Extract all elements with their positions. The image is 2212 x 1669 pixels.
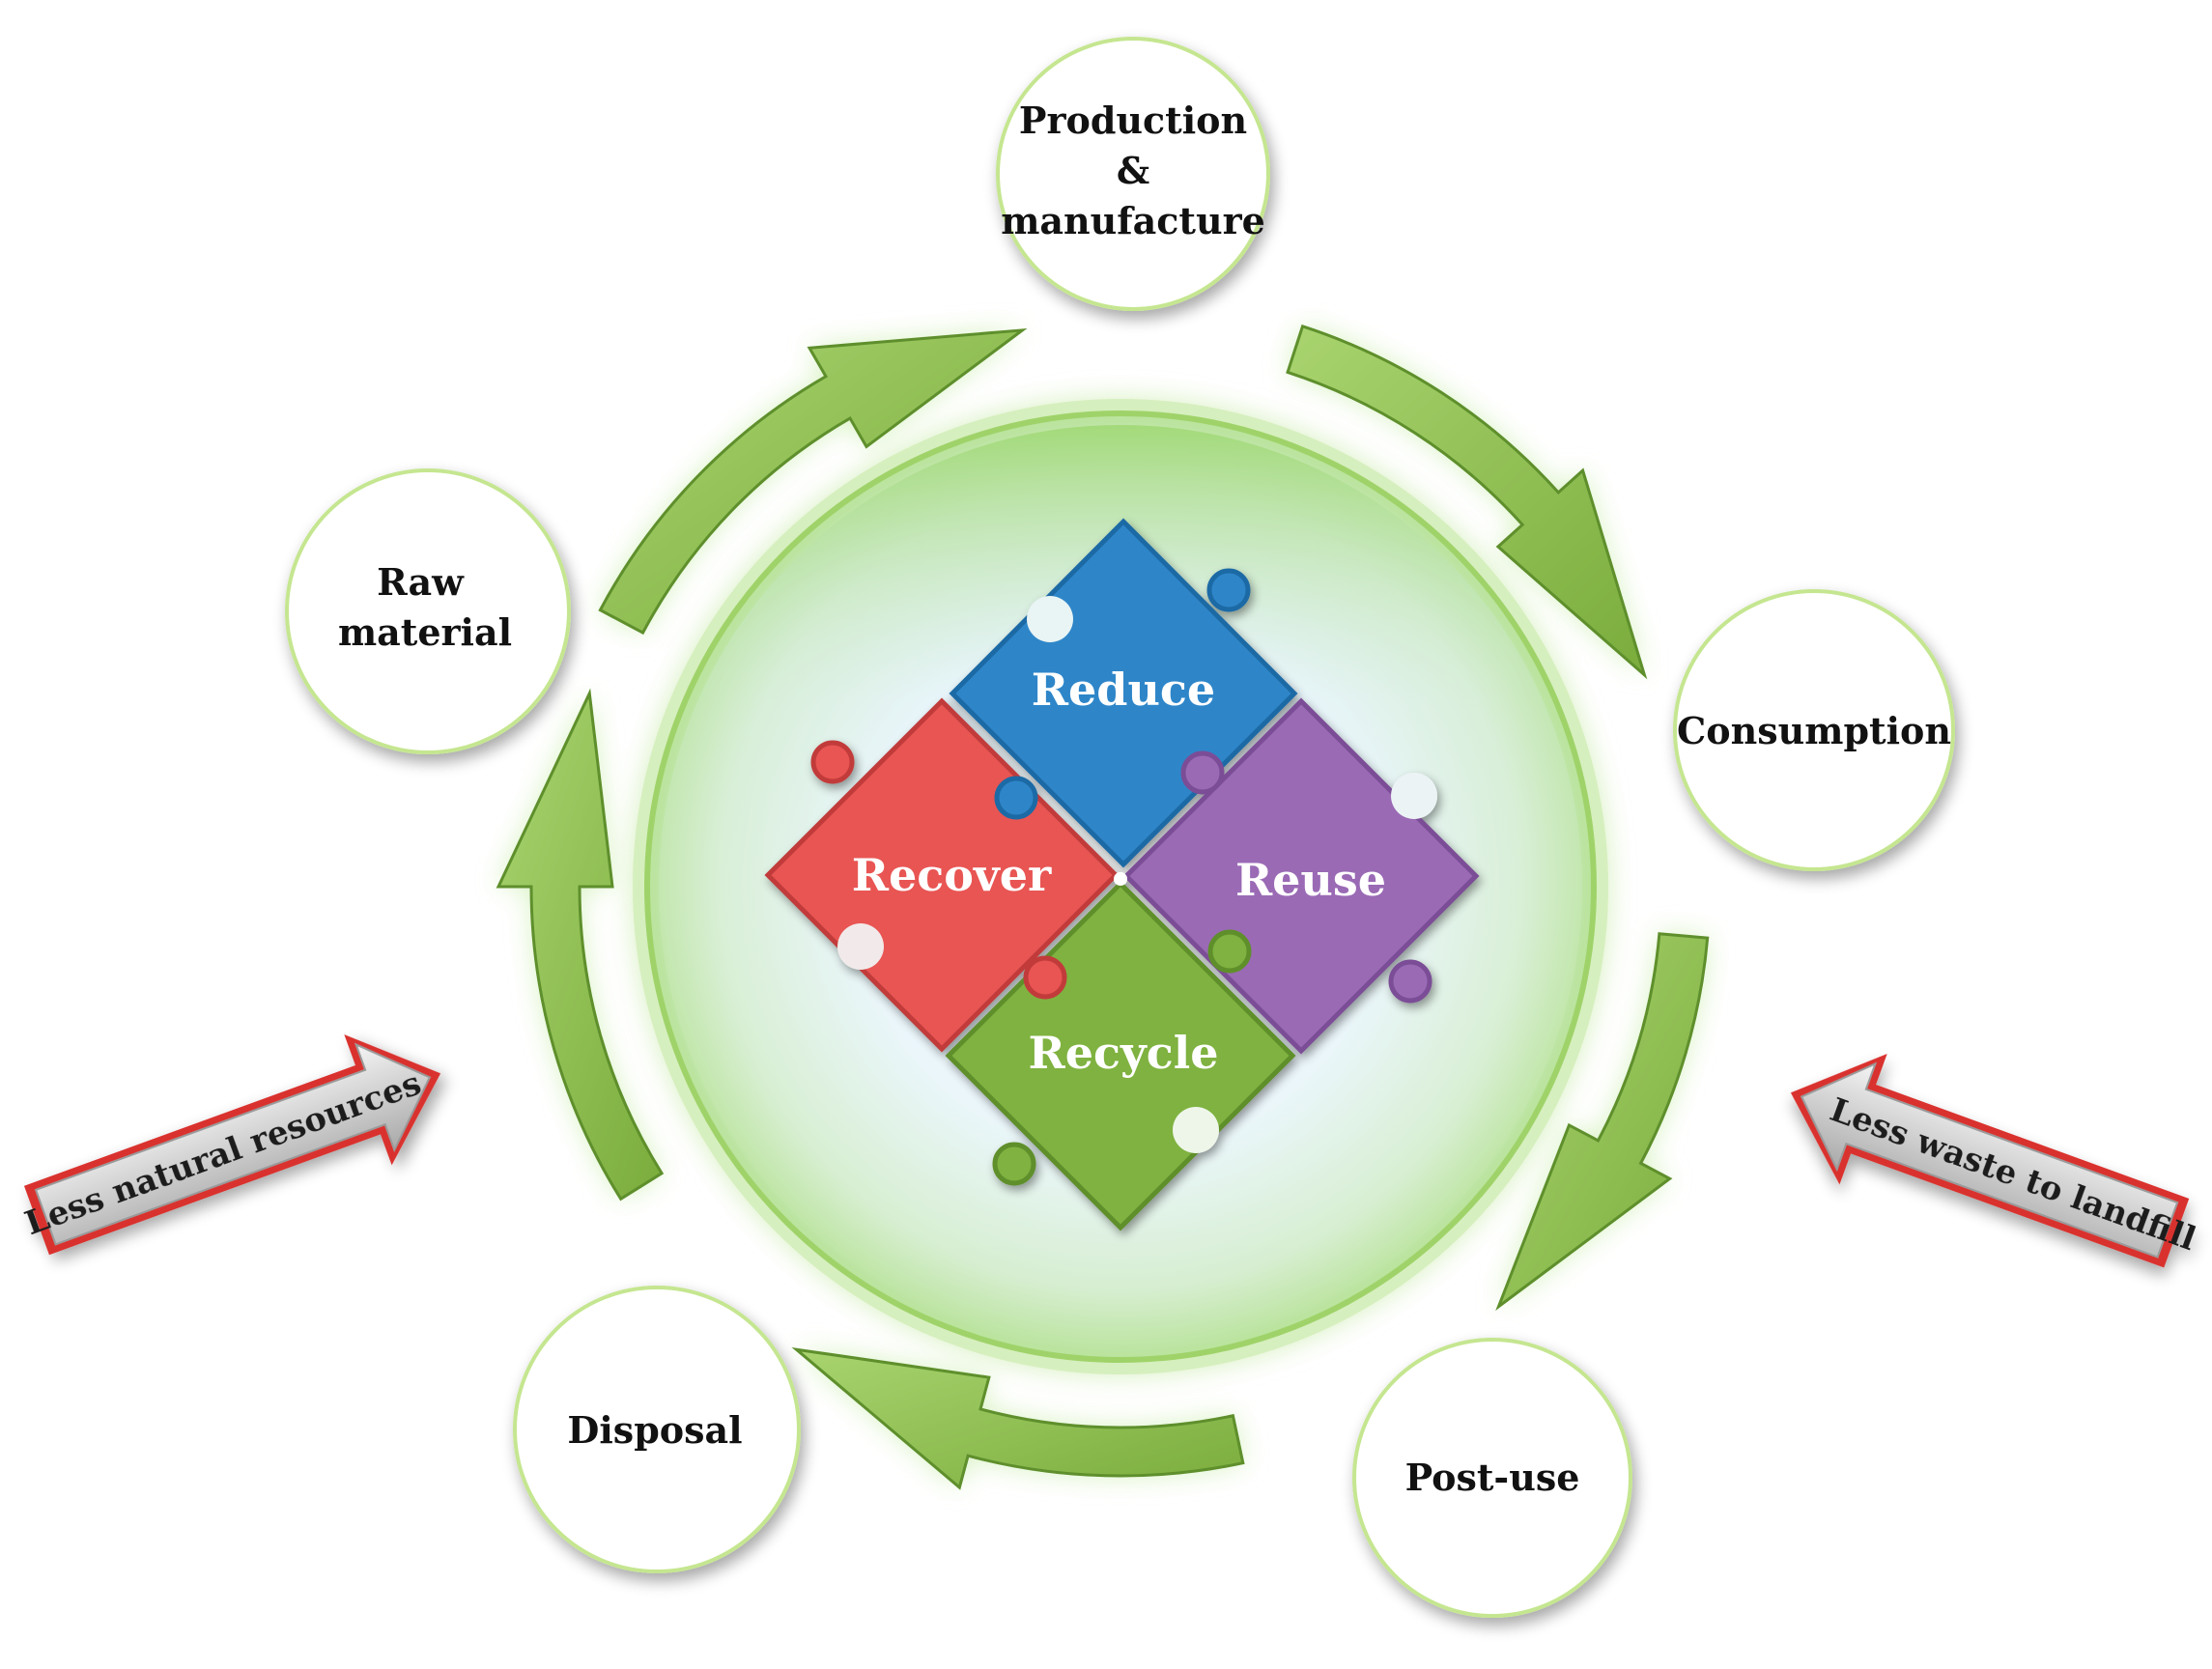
arrow-post-use-to-disposal xyxy=(791,1346,1245,1490)
production-line-1: Production xyxy=(1019,99,1247,142)
banner-right-label: Less waste to landfill xyxy=(1825,1090,2200,1259)
arrow-raw-to-production xyxy=(598,327,1028,636)
reuse-label: Reuse xyxy=(1235,854,1386,906)
node-production xyxy=(996,37,1270,311)
banner-right: Less waste to landfill xyxy=(1790,1054,2200,1268)
node-disposal xyxy=(513,1286,801,1573)
production-line-3: manufacture xyxy=(1001,199,1265,242)
banner-left-label: Less natural resources xyxy=(20,1064,427,1244)
node-raw-material xyxy=(285,468,571,754)
puzzle-tile-recover xyxy=(764,697,1120,1053)
node-consumption xyxy=(1673,589,1955,871)
node-post-use xyxy=(1352,1338,1632,1618)
recycle-label: Recycle xyxy=(1029,1027,1219,1079)
arrow-production-to-consumption xyxy=(1286,324,1648,680)
raw-material-line-2: material xyxy=(338,610,512,654)
consumption-label: Consumption xyxy=(1677,709,1951,752)
cycle-arrows xyxy=(496,324,1710,1490)
disposal-label: Disposal xyxy=(567,1408,742,1452)
arrow-consumption-to-post-use xyxy=(1495,932,1710,1312)
recover-label: Recover xyxy=(852,849,1052,901)
post-use-label: Post-use xyxy=(1405,1456,1580,1499)
banner-left: Less natural resources xyxy=(20,1034,441,1256)
arrow-disposal-to-raw xyxy=(496,688,665,1202)
center-circle xyxy=(633,399,1608,1374)
reduce-label: Reduce xyxy=(1032,664,1215,716)
puzzle xyxy=(764,518,1480,1231)
production-line-2: & xyxy=(1117,149,1149,192)
raw-material-line-1: Raw xyxy=(377,560,465,604)
